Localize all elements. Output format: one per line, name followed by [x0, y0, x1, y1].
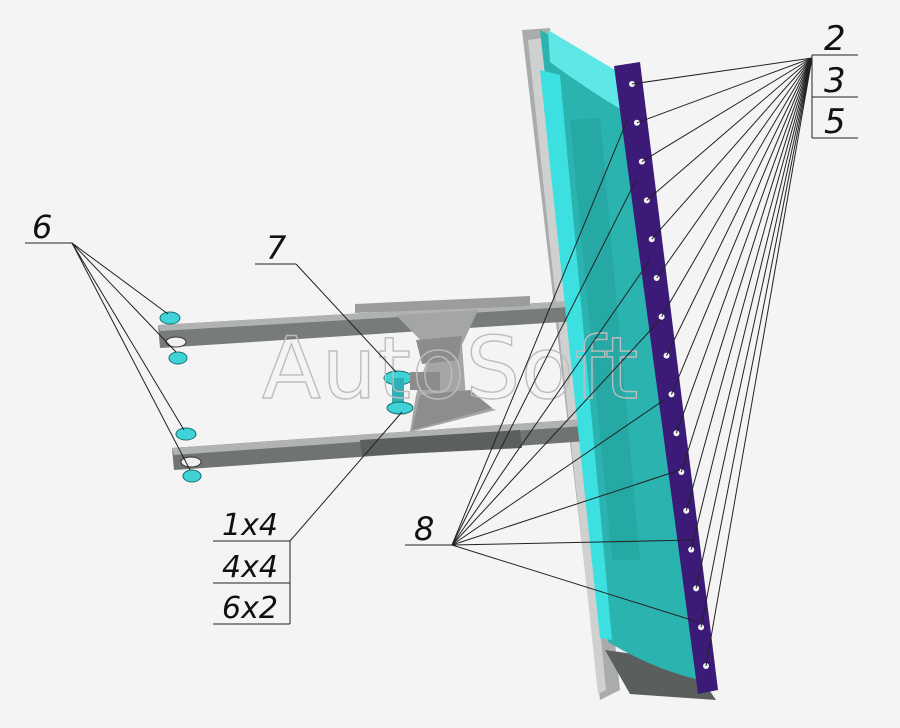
callout-3: 3 [824, 61, 846, 101]
callout-7: 7 [255, 229, 397, 373]
quantity-6x2: 6x2 [222, 591, 278, 626]
center-bracket [396, 310, 496, 432]
leader-line [451, 539, 695, 546]
callout-8-label: 8 [414, 510, 434, 548]
callout-7-label: 7 [266, 229, 287, 267]
callout-2-leaders [631, 57, 813, 667]
watermark: AutoSoft [262, 319, 639, 419]
lower-push-arm [172, 418, 602, 470]
leader-line [656, 57, 813, 279]
leader-line [661, 57, 813, 318]
leader-line [641, 57, 813, 163]
moldboard [540, 30, 700, 680]
leader-line [680, 57, 813, 473]
leader-line [685, 57, 813, 511]
leader-line [451, 259, 651, 546]
arm-end-hardware [159, 311, 202, 483]
callout-2-3-5: 2 3 5 [631, 19, 858, 667]
leader-line [646, 57, 813, 201]
callout-8: 8 [405, 117, 699, 623]
leader-line [705, 57, 813, 667]
leader-line [671, 57, 813, 395]
leader-line [451, 469, 681, 546]
leader-line [451, 544, 699, 623]
callout-5: 5 [824, 102, 846, 142]
callout-6: 6 [25, 208, 191, 471]
leader-line [700, 57, 813, 628]
leader-line [690, 57, 813, 550]
callout-8-leaders [451, 117, 699, 623]
quantity-callout: 1x4 4x4 6x2 [213, 411, 403, 626]
leader-line [651, 57, 813, 240]
leader-line [451, 179, 637, 546]
leader-line [666, 57, 813, 356]
callout-6-label: 6 [32, 208, 52, 246]
upper-push-arm [158, 296, 592, 348]
leader-line [631, 57, 813, 85]
callout-2: 2 [824, 19, 846, 59]
leader-line [451, 117, 629, 546]
leader-line [675, 57, 813, 434]
leader-line [451, 399, 665, 546]
quantity-1x4: 1x4 [222, 508, 278, 543]
leader-line [636, 57, 813, 124]
quantity-4x4: 4x4 [222, 550, 278, 585]
leader-line [695, 57, 813, 589]
leader-line [451, 319, 661, 546]
